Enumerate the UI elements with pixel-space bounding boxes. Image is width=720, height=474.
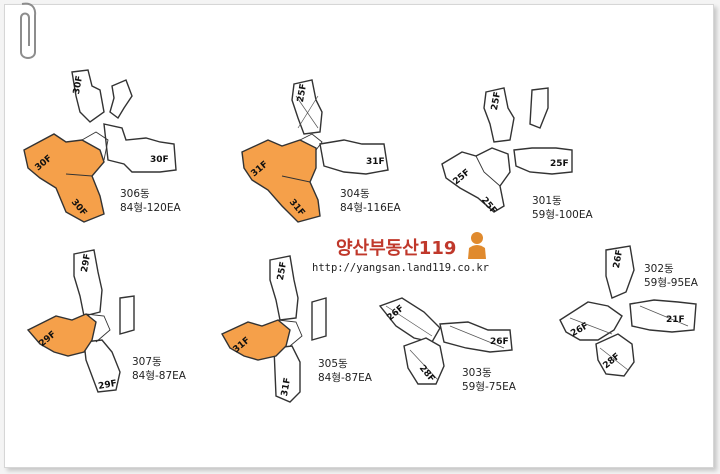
- building-304-caption: 304동 84형-116EA: [340, 187, 401, 215]
- building-307-caption: 307동 84형-87EA: [132, 355, 186, 383]
- building-spec: 84형-87EA: [132, 370, 186, 382]
- brand-name: 양산부동산119: [336, 238, 457, 259]
- building-spec: 84형-87EA: [318, 372, 372, 384]
- building-spec: 84형-120EA: [120, 202, 181, 214]
- building-302-plan: 26F 21F 26F 28F: [559, 245, 697, 377]
- building-304-plan: 25F 31F 31F 31F: [241, 79, 389, 223]
- building-name: 301동: [532, 195, 562, 207]
- floor-label: 26F: [490, 337, 509, 347]
- floor-label: 30F: [72, 75, 85, 95]
- floor-label: 29F: [80, 253, 93, 273]
- building-303-caption: 303동 59형-75EA: [462, 366, 516, 394]
- floor-label: 29F: [98, 379, 118, 392]
- building-name: 306동: [120, 188, 150, 200]
- building-name: 307동: [132, 356, 162, 368]
- floor-label: 25F: [490, 91, 503, 111]
- building-301-plan: 25F 25F 25F 25F: [441, 87, 573, 216]
- building-spec: 59형-75EA: [462, 381, 516, 393]
- building-spec: 59형-100EA: [532, 209, 593, 221]
- paperclip-icon: [20, 2, 37, 59]
- floor-label: 30F: [150, 155, 169, 165]
- building-307-plan: 29F 29F 29F: [26, 249, 135, 393]
- building-name: 303동: [462, 367, 492, 379]
- building-name: 302동: [644, 263, 674, 275]
- building-name: 305동: [318, 358, 348, 370]
- floor-label: 31F: [366, 157, 385, 167]
- floor-label: 31F: [280, 377, 293, 397]
- building-303-plan: 26F 26F 28F: [378, 297, 513, 385]
- floor-label: 26F: [612, 249, 625, 269]
- building-302-caption: 302동 59형-95EA: [644, 262, 698, 290]
- person-mascot-icon: [468, 232, 486, 259]
- floor-label: 21F: [666, 315, 685, 325]
- building-spec: 59형-95EA: [644, 277, 698, 289]
- building-305-caption: 305동 84형-87EA: [318, 357, 372, 385]
- building-301-caption: 301동 59형-100EA: [532, 194, 593, 222]
- building-spec: 84형-116EA: [340, 202, 401, 214]
- building-306-plan: 30F 30F 30F 30F: [23, 69, 177, 223]
- building-306-caption: 306동 84형-120EA: [120, 187, 181, 215]
- site-url: http://yangsan.land119.co.kr: [312, 262, 490, 274]
- building-305-plan: 25F 31F 31F: [221, 255, 327, 403]
- floor-label: 25F: [296, 83, 309, 103]
- floor-label: 25F: [276, 261, 289, 281]
- building-name: 304동: [340, 188, 370, 200]
- floor-label: 25F: [550, 159, 569, 169]
